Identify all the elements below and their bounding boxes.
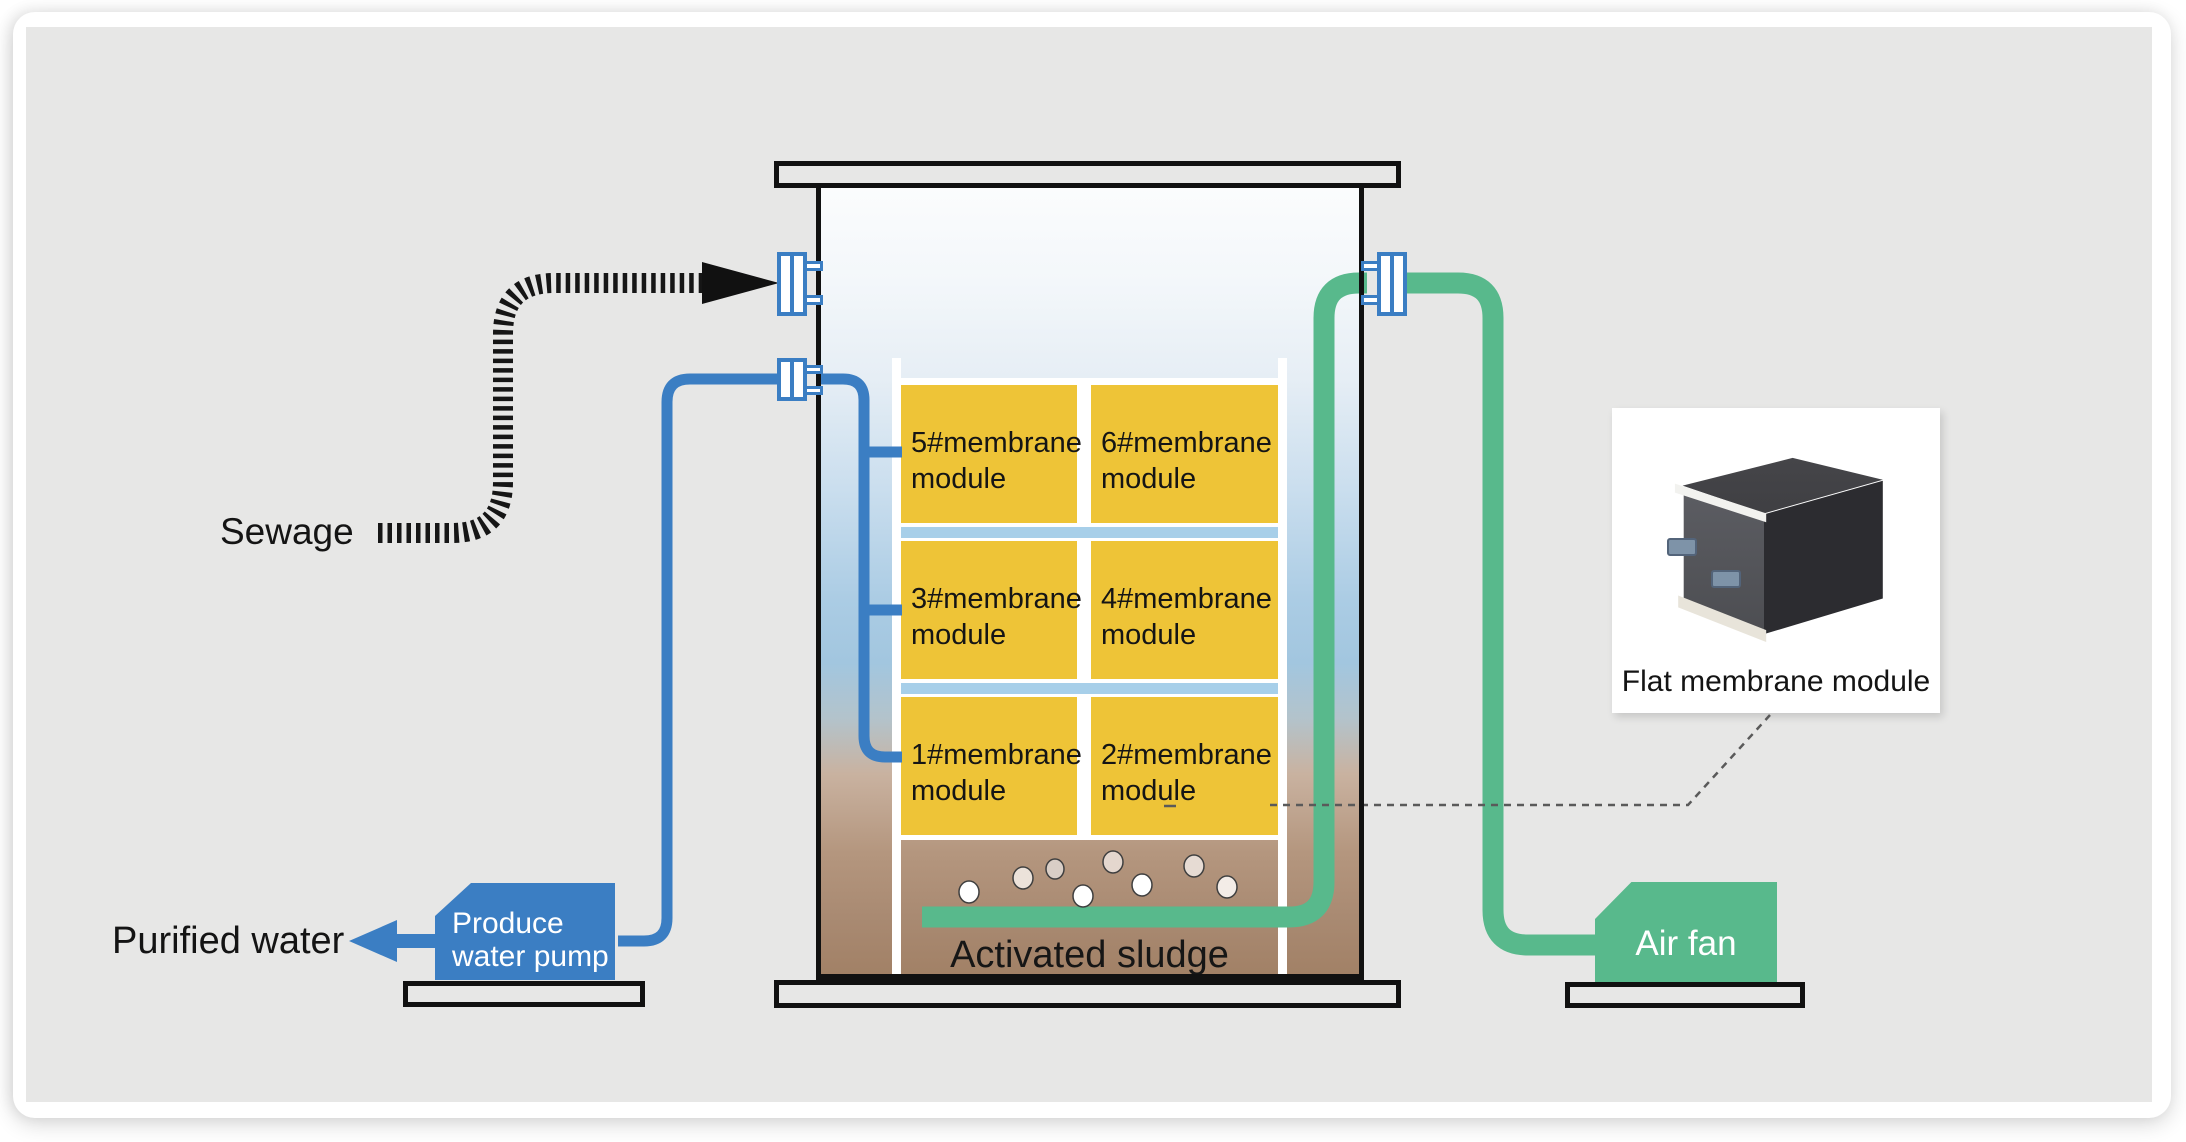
- rack-separator: [901, 683, 1278, 694]
- purified-water-arrow-icon: [349, 920, 437, 962]
- tank-base: [774, 980, 1401, 1008]
- module-label: 1#membrane module: [911, 739, 1082, 807]
- water-manifold-pipe: [821, 373, 902, 763]
- module-label: 3#membrane module: [911, 583, 1082, 651]
- module-label: 2#membrane module: [1101, 739, 1272, 807]
- pump-label-line2: water pump: [452, 940, 609, 973]
- tank-bottom: [816, 974, 1364, 980]
- tank-lid: [774, 161, 1401, 188]
- air-supply-pipe: [1404, 272, 1598, 956]
- air-bubbles: [958, 850, 1238, 908]
- produce-water-pump: Produce water pump: [435, 883, 615, 980]
- membrane-module-2: 2#membrane module: [1091, 697, 1278, 835]
- water-outlet-pipe: [618, 373, 779, 947]
- callout-line: [1270, 714, 1771, 807]
- module-port-icon: [1667, 538, 1697, 556]
- rack-left-channel: [892, 358, 901, 974]
- air-fan-base: [1565, 982, 1805, 1008]
- membrane-module-3: 3#membrane module: [901, 541, 1082, 679]
- rack-right-channel: [1278, 358, 1287, 974]
- tank-wall-right: [1359, 188, 1364, 980]
- pump-label-line1: Produce: [452, 907, 564, 940]
- sewage-arrow-icon: [702, 262, 779, 304]
- air-inlet-flange-icon: [1377, 252, 1407, 316]
- membrane-module-1: 1#membrane module: [901, 697, 1082, 835]
- pump-base: [403, 981, 645, 1007]
- membrane-module-6: 6#membrane module: [1091, 385, 1278, 523]
- activated-sludge-label: Activated sludge: [950, 934, 1229, 976]
- sewage-inlet-flange-icon: [777, 252, 807, 316]
- membrane-module-5: 5#membrane module: [901, 385, 1082, 523]
- module-label: 6#membrane module: [1101, 427, 1272, 495]
- module-label: 5#membrane module: [911, 427, 1082, 495]
- air-fan-label: Air fan: [1635, 924, 1737, 963]
- flat-membrane-image: [1665, 450, 1885, 648]
- module-port-icon: [1711, 570, 1741, 588]
- water-outlet-flange-icon: [777, 358, 807, 401]
- air-fan: Air fan: [1595, 882, 1777, 982]
- sewage-label: Sewage: [220, 511, 354, 552]
- purified-water-label: Purified water: [112, 920, 345, 962]
- membrane-module-4: 4#membrane module: [1091, 541, 1278, 679]
- module-label: 4#membrane module: [1101, 583, 1272, 651]
- flat-membrane-label: Flat membrane module: [1621, 665, 1931, 698]
- tank-wall-left: [816, 188, 821, 980]
- rack-top-bar: [892, 378, 1287, 385]
- sewage-pipe: [378, 273, 702, 543]
- aerator-pipe: [922, 272, 1367, 928]
- rack-separator: [901, 527, 1278, 538]
